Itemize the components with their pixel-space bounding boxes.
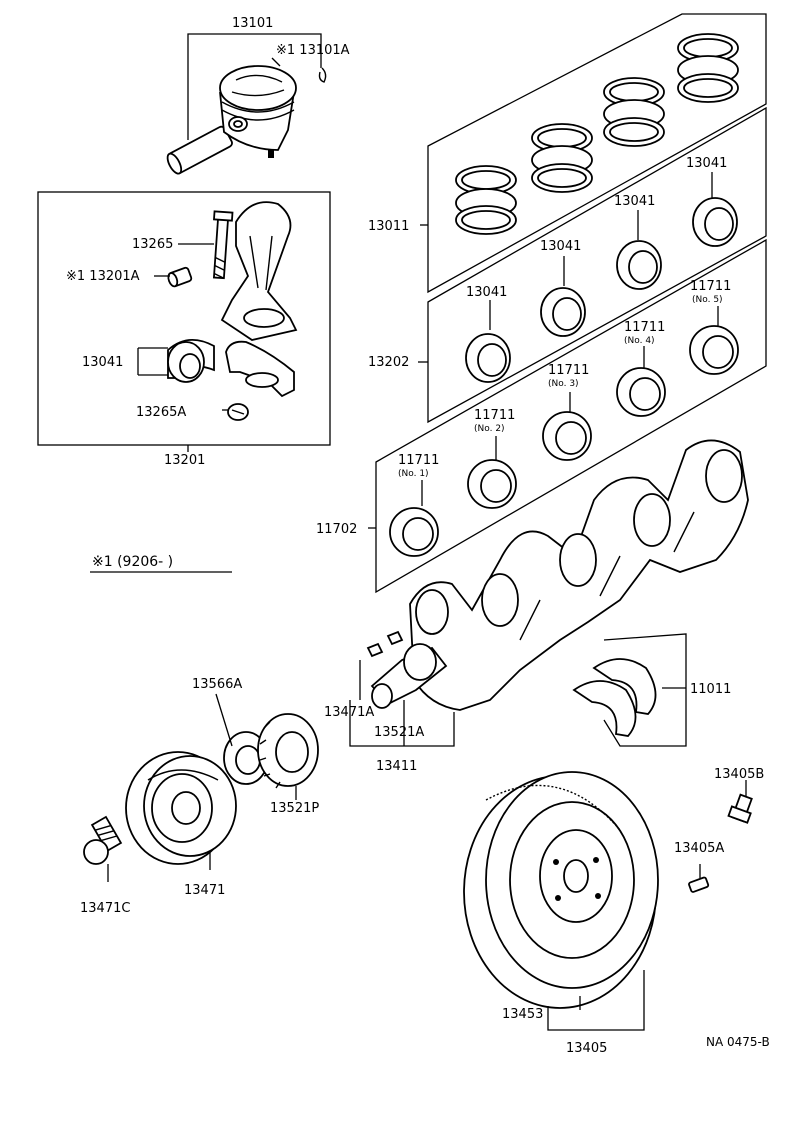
label-13041-b: 13041 xyxy=(540,239,581,254)
label-13521a: 13521A xyxy=(374,725,424,740)
applicability-note: ※1 (9206- ) xyxy=(92,554,173,570)
label-13453: 13453 xyxy=(502,1007,543,1022)
piston-assembly xyxy=(166,33,327,175)
crankshaft xyxy=(349,439,749,747)
label-13405b: 13405B xyxy=(714,767,764,782)
reference-code: NA 0475-B xyxy=(706,1035,770,1049)
label-13405: 13405 xyxy=(566,1041,607,1056)
bearing-position-no5: (No. 5) xyxy=(692,295,723,305)
label-13471a: 13471A xyxy=(324,705,374,720)
label-11011: 11011 xyxy=(690,682,731,697)
bearing-position-no1: (No. 1) xyxy=(398,469,429,479)
label-13521p: 13521P xyxy=(270,801,319,816)
rod-bearings-panel xyxy=(418,106,767,424)
label-13101: 13101 xyxy=(232,16,273,31)
label-13101a: ※1 13101A xyxy=(276,43,350,58)
label-11711-no4: 11711 xyxy=(624,320,665,335)
label-13041-d: 13041 xyxy=(686,156,727,171)
pulley-group xyxy=(83,693,319,882)
label-11711-no3: 11711 xyxy=(548,363,589,378)
label-13265: 13265 xyxy=(132,237,173,252)
label-13411: 13411 xyxy=(376,759,417,774)
piston-rings-panel xyxy=(420,13,767,294)
bearing-position-no4: (No. 4) xyxy=(624,336,655,346)
part-labels: 13101 ※1 13101A 13011 13265 ※1 13201A 13… xyxy=(66,16,770,1056)
label-13202: 13202 xyxy=(368,355,409,370)
label-13265a: 13265A xyxy=(136,405,186,420)
drive-plate xyxy=(463,771,753,1031)
label-13201: 13201 xyxy=(164,453,205,468)
label-13011: 13011 xyxy=(368,219,409,234)
label-13471: 13471 xyxy=(184,883,225,898)
thrust-washers xyxy=(572,633,687,747)
label-13041-c: 13041 xyxy=(614,194,655,209)
label-11711-no5: 11711 xyxy=(690,279,731,294)
label-13566a: 13566A xyxy=(192,677,242,692)
label-13201a: ※1 13201A xyxy=(66,269,140,284)
label-11702: 11702 xyxy=(316,522,357,537)
bearing-position-no2: (No. 2) xyxy=(474,424,505,434)
label-13405a: 13405A xyxy=(674,841,724,856)
connecting-rod-box xyxy=(37,191,331,452)
label-13041-a: 13041 xyxy=(466,285,507,300)
label-13471c: 13471C xyxy=(80,901,130,916)
main-bearings-panel xyxy=(368,238,767,594)
label-11711-no1: 11711 xyxy=(398,453,439,468)
label-11711-no2: 11711 xyxy=(474,408,515,423)
bearing-position-no3: (No. 3) xyxy=(548,379,579,389)
label-13041-rod: 13041 xyxy=(82,355,123,370)
